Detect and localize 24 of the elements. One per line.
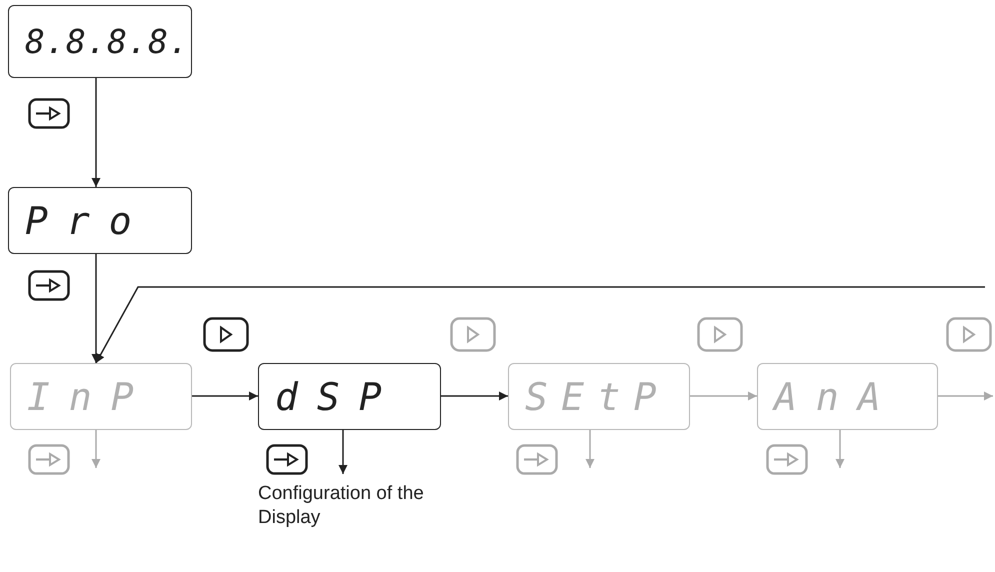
arrow (441, 392, 508, 400)
arrow (192, 392, 258, 400)
arrow (690, 392, 757, 400)
display-readout: SEtP (525, 374, 670, 418)
display-box (508, 363, 690, 430)
display-readout: Pro (25, 198, 151, 242)
display-box (8, 187, 192, 254)
display-readout: 8.8.8.8. (25, 22, 190, 61)
arrow (92, 430, 100, 468)
display-box (757, 363, 938, 430)
display-readout: AnA (774, 374, 900, 418)
arrow (836, 430, 844, 468)
arrow (338, 430, 348, 474)
display-box (8, 5, 192, 78)
display-readout: dSP (275, 374, 401, 418)
arrow (938, 392, 993, 400)
display-box (258, 363, 441, 430)
arrow (586, 430, 594, 468)
arrow (95, 286, 985, 364)
caption-text: Configuration of the Display (258, 482, 488, 530)
display-readout: InP (27, 374, 153, 418)
display-box (10, 363, 192, 430)
arrow (92, 254, 100, 363)
arrow (92, 78, 100, 187)
